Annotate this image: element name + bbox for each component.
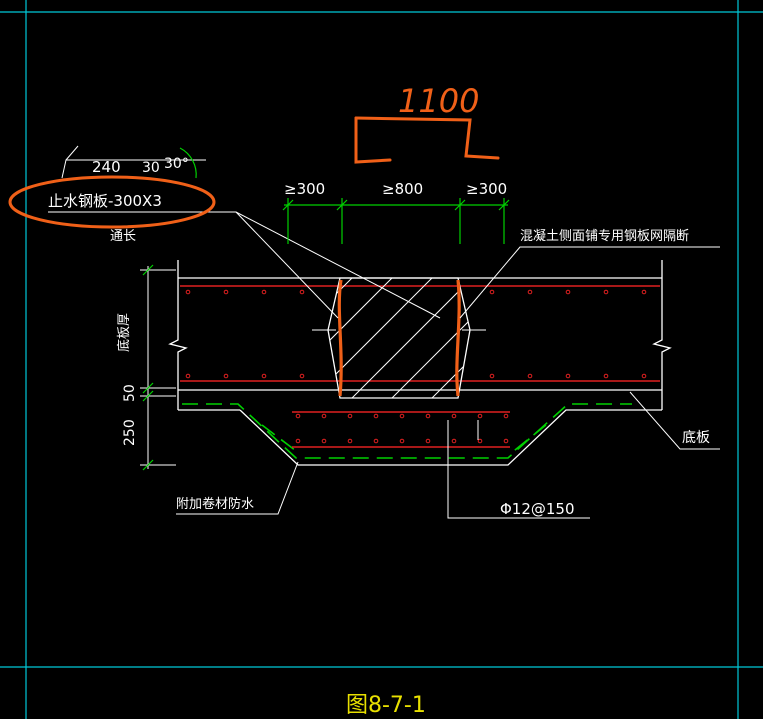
rebar-dot — [489, 289, 495, 295]
rebar-dot — [451, 413, 457, 419]
rebar-dot — [223, 289, 229, 295]
rebar-dot — [295, 413, 301, 419]
rebar-dot — [641, 289, 647, 295]
rebar-dot — [503, 413, 509, 419]
dimension-lines — [142, 147, 510, 471]
slab-thickness-label: 底板厚 — [116, 313, 132, 352]
leader-lines — [48, 145, 720, 519]
rebar-dot — [399, 413, 405, 419]
rebar-dot — [425, 438, 431, 444]
rebar-dot — [527, 373, 533, 379]
dim-250-label: 250 — [122, 419, 138, 446]
rebar-dot — [261, 373, 267, 379]
rebar-dot — [321, 413, 327, 419]
dim-50-label: 50 — [122, 384, 138, 402]
hand-annotation — [8, 116, 500, 229]
handwritten-1100: 1100 — [398, 82, 479, 120]
rebar-dot — [299, 373, 305, 379]
rebar-dot — [565, 373, 571, 379]
rebar-dot — [347, 438, 353, 444]
rebar-dot — [347, 413, 353, 419]
rebar-dot — [527, 289, 533, 295]
rebar-dot — [223, 373, 229, 379]
waterproof-membrane — [182, 403, 632, 459]
angle-240-label: 240 — [92, 158, 121, 176]
rebar-dot — [641, 373, 647, 379]
rebar-dots — [185, 289, 647, 444]
rebar-dot — [185, 289, 191, 295]
waterstop-label: 止水钢板-300X3 — [48, 192, 162, 210]
rebar-dot — [399, 438, 405, 444]
rebar-dot — [295, 438, 301, 444]
rebar-dot — [603, 289, 609, 295]
angle-30-label: 30 — [142, 160, 160, 176]
rebar-dot — [477, 413, 483, 419]
rebar-dot — [321, 438, 327, 444]
through-label: 通长 — [110, 229, 136, 244]
rebar-dot — [373, 413, 379, 419]
rebar-spec-label: Φ12@150 — [500, 500, 575, 518]
rebar-dot — [489, 373, 495, 379]
base-plate-label: 底板 — [682, 430, 710, 446]
dim-middle-label: ≥800 — [382, 180, 423, 198]
mesh-note-label: 混凝土侧面铺专用钢板网隔断 — [520, 228, 689, 244]
rebar-dot — [503, 438, 509, 444]
rebar-dot — [261, 289, 267, 295]
rebar-dot — [451, 438, 457, 444]
dim-right-label: ≥300 — [466, 180, 507, 198]
waterproof-label: 附加卷材防水 — [176, 496, 254, 512]
figure-caption: 图8-7-1 — [346, 693, 426, 718]
post-cast-strip — [312, 277, 486, 399]
rebar-dot — [299, 289, 305, 295]
rebar-dot — [425, 413, 431, 419]
angle-30-deg-label: 30° — [164, 156, 189, 172]
rebar-dot — [373, 438, 379, 444]
rebar-dot — [565, 289, 571, 295]
rebar-dot — [477, 438, 483, 444]
slab-outline — [168, 260, 672, 466]
rebar-dot — [185, 373, 191, 379]
rebar-top — [180, 285, 660, 448]
dim-left-label: ≥300 — [284, 180, 325, 198]
rebar-dot — [603, 373, 609, 379]
